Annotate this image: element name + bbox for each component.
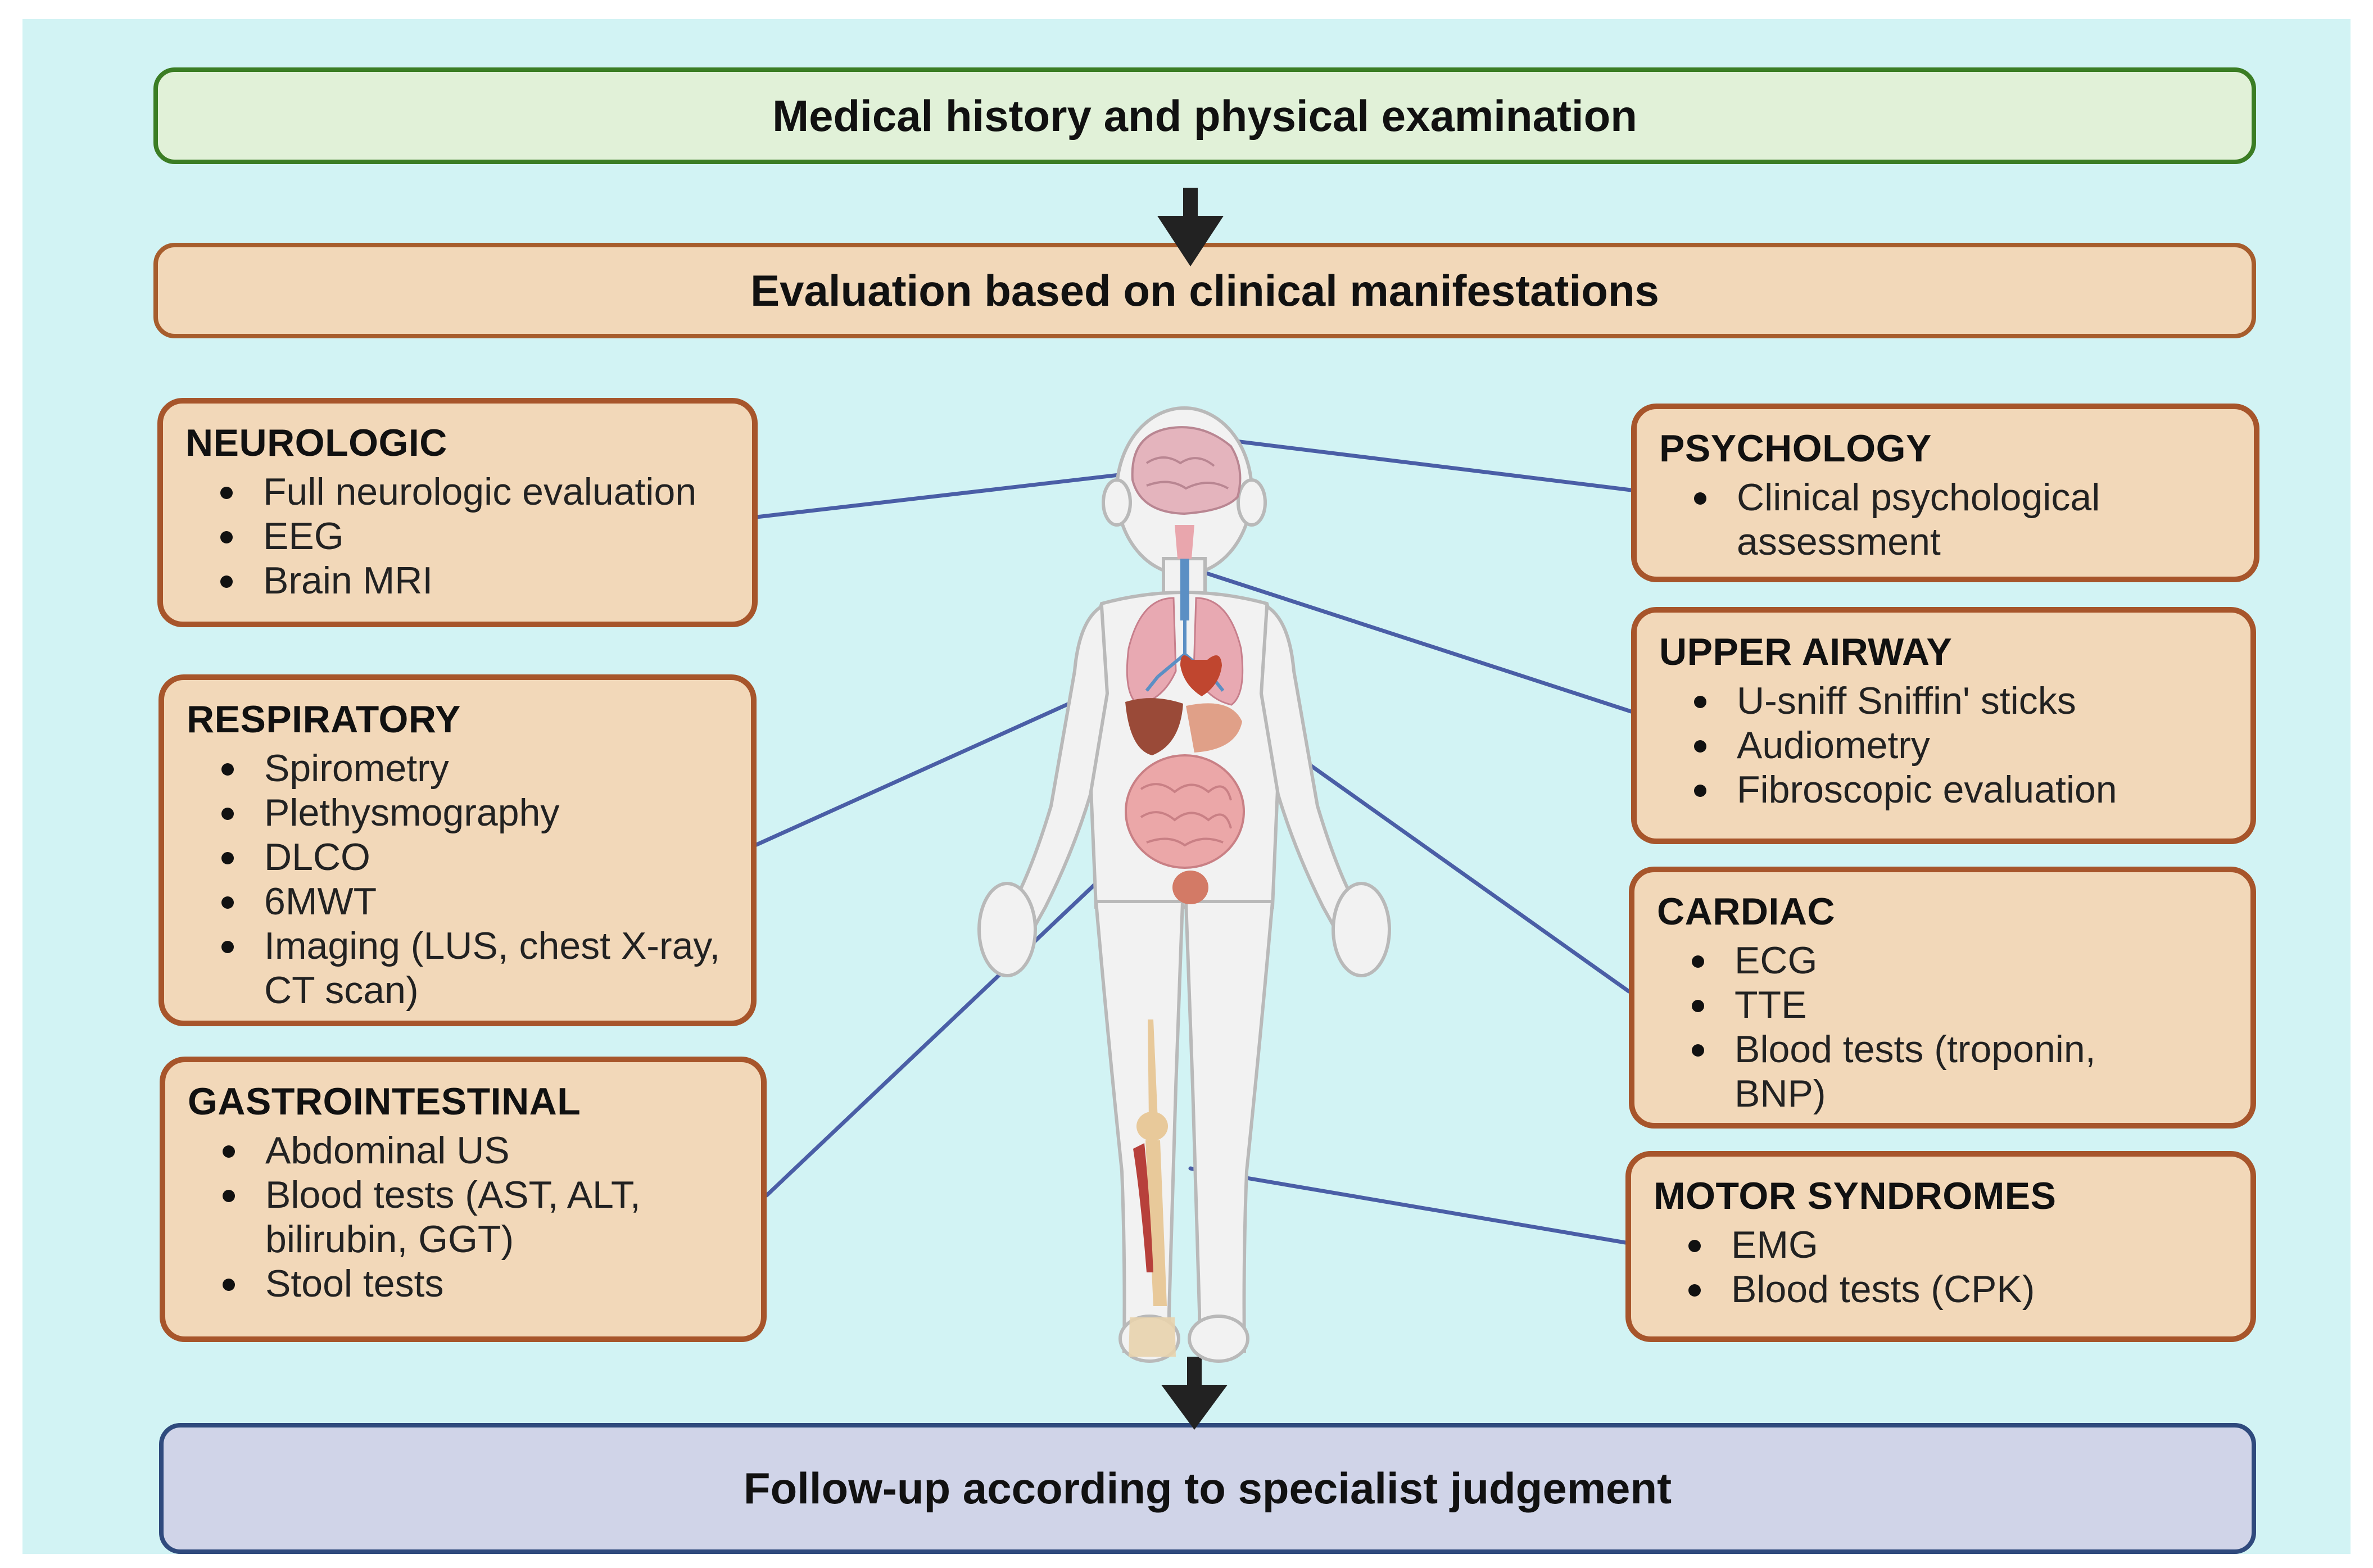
cardiac-title: CARDIAC <box>1657 890 1836 933</box>
list-item: ECG <box>1657 939 2228 983</box>
list-item-continuation: BNP) <box>1735 1072 1826 1115</box>
psychology-box: PSYCHOLOGY Clinical psychological assess… <box>1631 404 2259 582</box>
list-item: Clinical psychological <box>1659 475 2231 520</box>
down-arrow-icon <box>1157 188 1224 266</box>
psychology-title: PSYCHOLOGY <box>1659 427 1932 470</box>
evaluation-banner-title: Evaluation based on clinical manifestati… <box>750 265 1659 315</box>
list-item: EMG <box>1654 1223 2228 1267</box>
list-item: Plethysmography <box>187 791 728 835</box>
gastrointestinal-list: Abdominal US Blood tests (AST, ALT, bili… <box>188 1129 739 1306</box>
list-item: Audiometry <box>1659 723 2228 768</box>
cardiac-list: ECG TTE Blood tests (troponin, BNP) <box>1657 939 2228 1116</box>
list-item: 6MWT <box>187 880 728 924</box>
history-banner: Medical history and physical examination <box>153 67 2256 164</box>
list-item: Stool tests <box>188 1262 739 1306</box>
neurologic-box: NEUROLOGIC Full neurologic evaluation EE… <box>157 398 758 627</box>
list-item-continuation: bilirubin, GGT) <box>265 1218 514 1261</box>
list-item-continuation: CT scan) <box>264 969 419 1012</box>
list-item: Blood tests (AST, ALT, <box>188 1173 739 1217</box>
list-item: Blood tests (CPK) <box>1654 1267 2228 1312</box>
list-item: DLCO <box>187 835 728 880</box>
diagram-canvas: Medical history and physical examination… <box>22 19 2351 1554</box>
list-item: Full neurologic evaluation <box>185 470 730 514</box>
list-item: EEG <box>185 514 730 559</box>
respiratory-title: RESPIRATORY <box>187 698 461 741</box>
cardiac-box: CARDIAC ECG TTE Blood tests (troponin, B… <box>1629 867 2256 1129</box>
gastrointestinal-title: GASTROINTESTINAL <box>188 1080 581 1123</box>
psychology-list: Clinical psychological assessment <box>1659 475 2231 564</box>
list-item: Abdominal US <box>188 1129 739 1173</box>
history-banner-title: Medical history and physical examination <box>772 90 1637 141</box>
motor-syndromes-list: EMG Blood tests (CPK) <box>1654 1223 2228 1312</box>
list-item: Brain MRI <box>185 559 730 603</box>
list-item-continuation: assessment <box>1737 520 1941 563</box>
neurologic-title: NEUROLOGIC <box>185 422 447 464</box>
motor-syndromes-box: MOTOR SYNDROMES EMG Blood tests (CPK) <box>1625 1151 2256 1342</box>
human-body-icon <box>977 406 1391 1363</box>
list-item: U-sniff Sniffin' sticks <box>1659 679 2228 723</box>
followup-banner-title: Follow-up according to specialist judgem… <box>743 1463 1672 1513</box>
upper-airway-box: UPPER AIRWAY U-sniff Sniffin' sticks Aud… <box>1631 607 2256 844</box>
list-item: Fibroscopic evaluation <box>1659 768 2228 812</box>
neurologic-list: Full neurologic evaluation EEG Brain MRI <box>185 470 730 603</box>
upper-airway-list: U-sniff Sniffin' sticks Audiometry Fibro… <box>1659 679 2228 812</box>
list-item: Spirometry <box>187 746 728 791</box>
followup-banner: Follow-up according to specialist judgem… <box>159 1423 2256 1554</box>
down-arrow-icon <box>1161 1357 1228 1430</box>
gastrointestinal-box: GASTROINTESTINAL Abdominal US Blood test… <box>160 1057 767 1342</box>
evaluation-banner: Evaluation based on clinical manifestati… <box>153 243 2256 338</box>
motor-syndromes-title: MOTOR SYNDROMES <box>1654 1175 2057 1217</box>
list-item: TTE <box>1657 983 2228 1027</box>
upper-airway-title: UPPER AIRWAY <box>1659 631 1953 673</box>
respiratory-list: Spirometry Plethysmography DLCO 6MWT Ima… <box>187 746 728 1013</box>
list-item: Imaging (LUS, chest X-ray, <box>187 924 728 968</box>
list-item: Blood tests (troponin, <box>1657 1027 2228 1072</box>
body-figure-layer <box>977 188 1391 1430</box>
respiratory-box: RESPIRATORY Spirometry Plethysmography D… <box>158 674 757 1026</box>
